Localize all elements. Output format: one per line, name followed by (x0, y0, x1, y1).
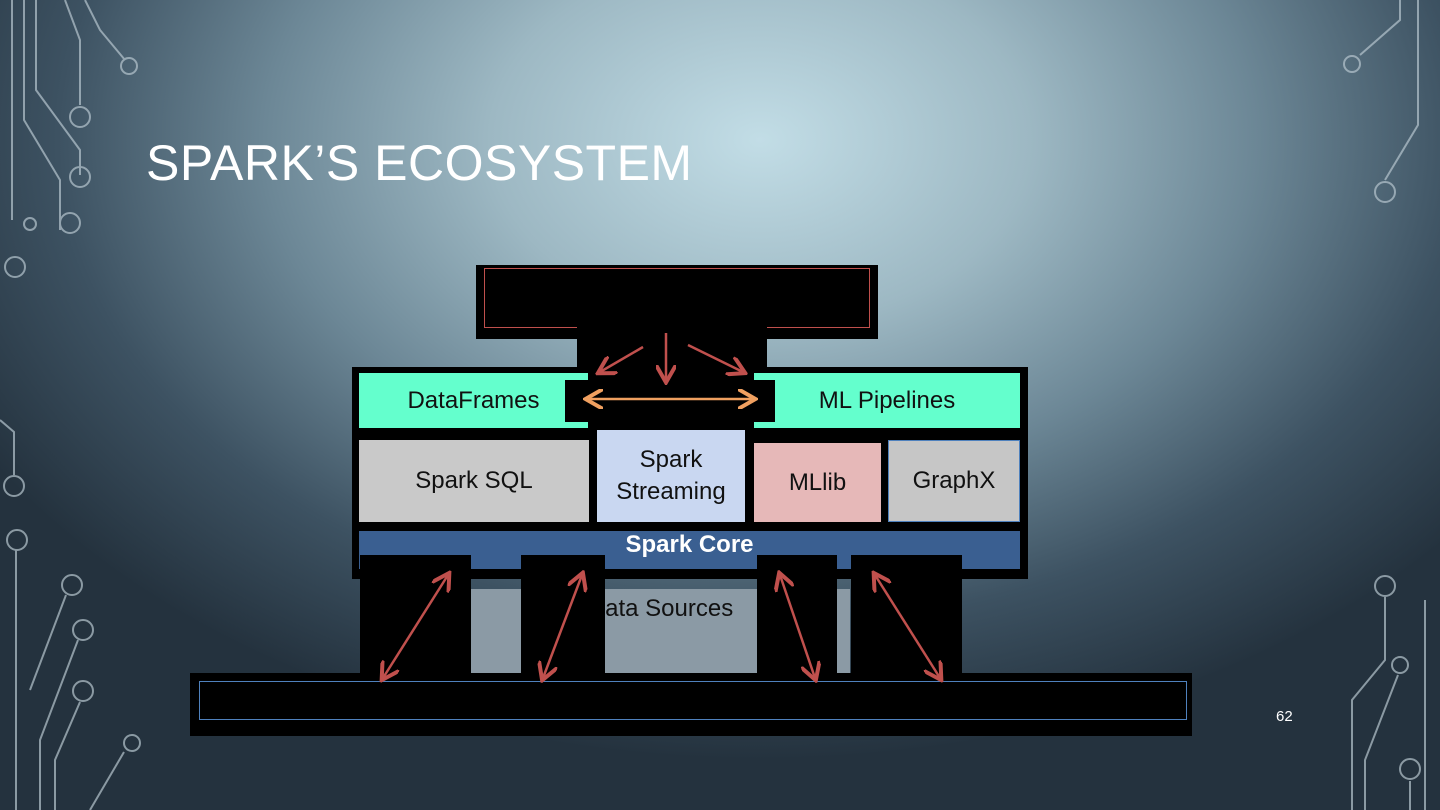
arrow-source-1 (383, 575, 448, 678)
arrow-to-dataframes (600, 345, 644, 372)
arrow-source-3 (780, 575, 815, 678)
page-number: 62 (1276, 708, 1293, 725)
mllib-box: MLlib (754, 443, 881, 522)
arrow-to-ml-pipelines (687, 343, 743, 372)
dataframes-box: DataFrames (359, 373, 588, 428)
ml-pipelines-box: ML Pipelines (754, 373, 1020, 428)
slide-title: SPARK’S ECOSYSTEM (146, 135, 693, 191)
arrow-source-4 (875, 575, 940, 678)
arrow-source-2 (543, 575, 582, 678)
bottom-banner-outline (199, 681, 1187, 720)
spark-streaming-box: Spark Streaming (597, 430, 745, 522)
spark-sql-box: Spark SQL (359, 440, 589, 522)
graphx-box: GraphX (888, 440, 1020, 522)
bottom-banner-block (190, 673, 1192, 736)
